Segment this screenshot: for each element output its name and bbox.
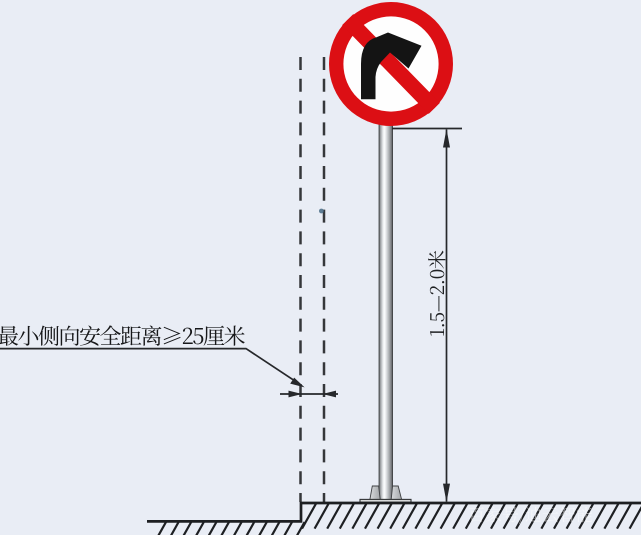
hatch-stroke xyxy=(590,503,607,530)
hatch-stroke xyxy=(326,503,343,530)
hatch-stroke xyxy=(439,503,456,530)
hatch-stroke xyxy=(401,503,418,530)
clearance-dimension xyxy=(280,390,338,398)
ground-surface-line xyxy=(147,501,641,523)
watermark-text xyxy=(469,506,593,524)
clearance-leader-arrow-icon xyxy=(290,377,305,388)
no-right-turn-sign xyxy=(329,2,453,126)
height-dimension xyxy=(392,127,462,502)
prohibition-slash xyxy=(342,14,440,114)
hatch-stroke xyxy=(616,503,632,530)
hatch-stroke xyxy=(338,503,355,530)
hatch-stroke xyxy=(477,503,494,530)
hatch-stroke xyxy=(603,503,620,530)
hatch-stroke xyxy=(452,503,469,530)
hatch-stroke xyxy=(565,503,582,530)
watermark-glyphs xyxy=(469,506,593,524)
clearance-label-glyphs xyxy=(0,325,245,346)
hatch-stroke xyxy=(351,503,368,530)
hatch-stroke xyxy=(389,503,406,530)
hatch-stroke xyxy=(364,503,380,530)
hatch-stroke xyxy=(313,503,330,530)
clearance-arrow-right-icon xyxy=(288,390,302,398)
clearance-leader-line xyxy=(0,347,299,384)
sign-pole xyxy=(378,115,394,501)
hatch-stroke xyxy=(427,503,443,530)
hatch-stroke xyxy=(376,503,393,530)
right-turn-arrow-icon xyxy=(361,32,422,100)
hatch-stroke xyxy=(553,503,569,530)
height-dimension-glyphs xyxy=(428,250,446,336)
clearance-guide-lines xyxy=(299,57,326,502)
height-arrow-down-icon xyxy=(443,483,450,503)
hatch-stroke xyxy=(490,503,506,530)
clearance-callout xyxy=(0,325,338,398)
height-arrow-up-icon xyxy=(443,128,450,148)
clearance-arrow-left-icon xyxy=(322,390,336,398)
hatch-stroke xyxy=(414,503,431,530)
hatch-stroke xyxy=(628,505,641,530)
height-dimension-text xyxy=(428,250,446,336)
clearance-label-text xyxy=(0,325,245,346)
guide-dot xyxy=(319,208,324,214)
